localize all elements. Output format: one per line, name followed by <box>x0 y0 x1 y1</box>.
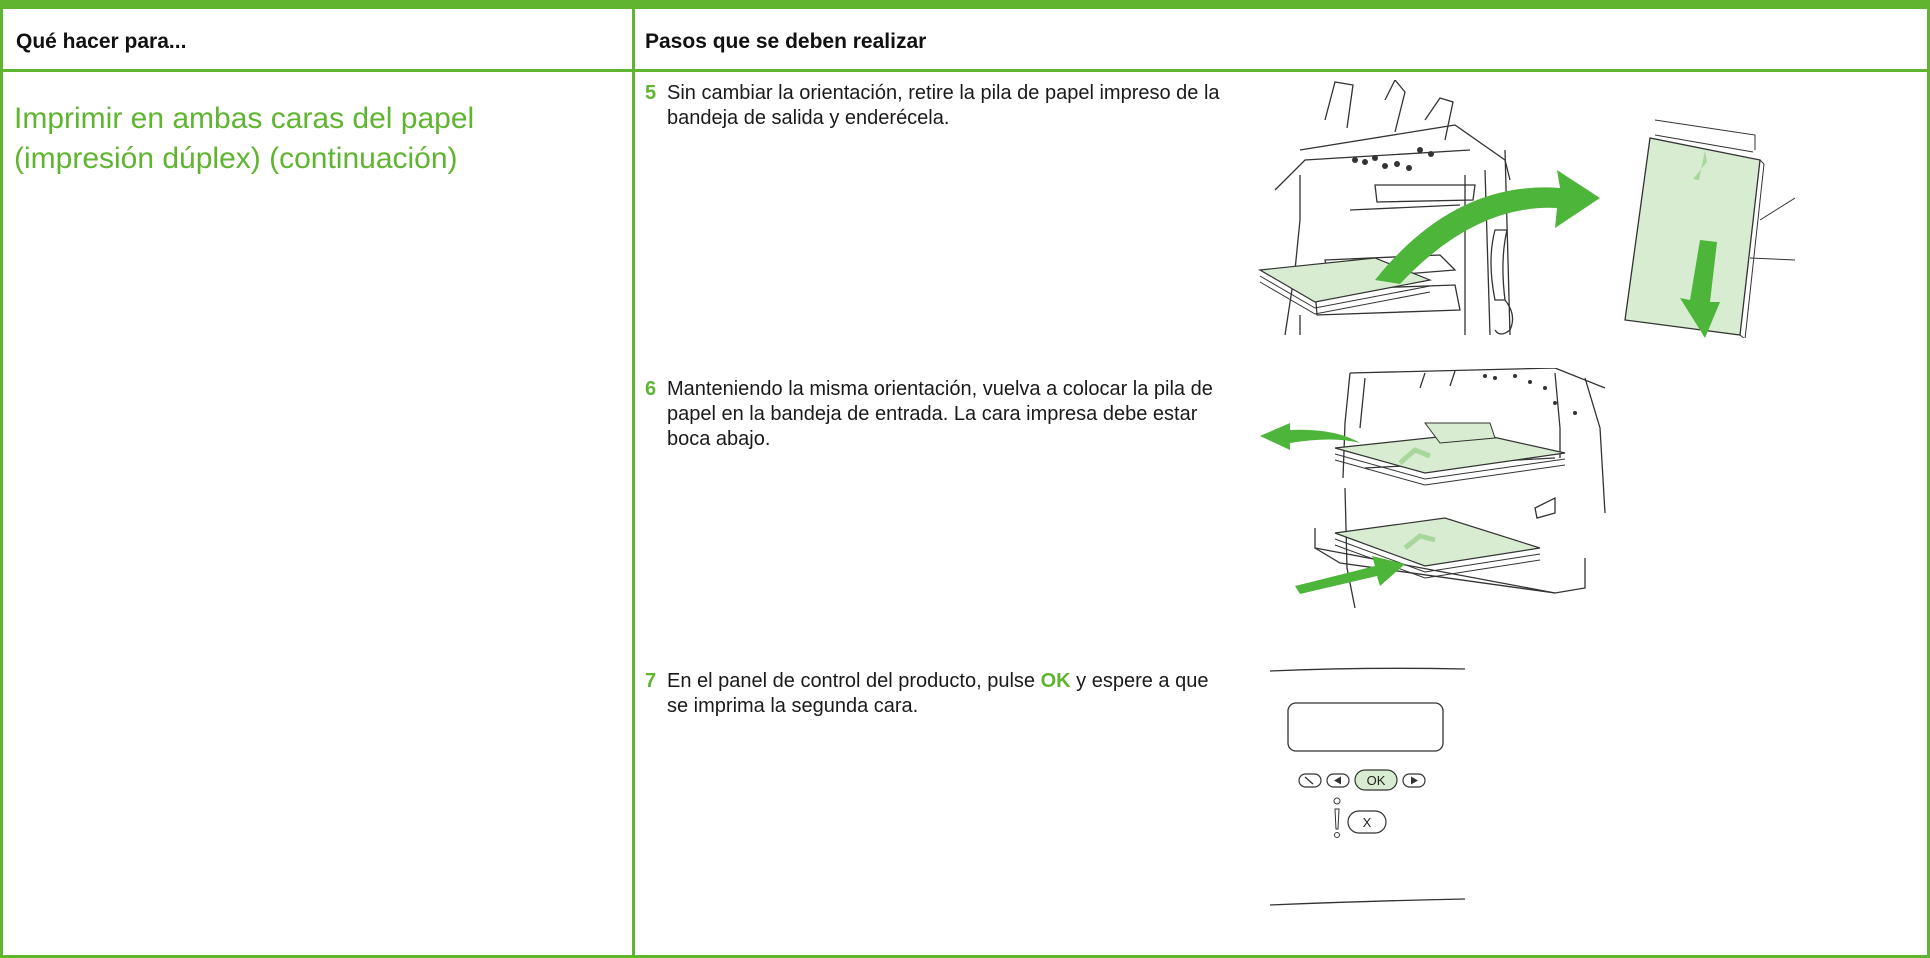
right-arrow-icon <box>1402 773 1426 788</box>
wrench-icon <box>1298 773 1322 788</box>
printer-output-illustration <box>1258 80 1795 338</box>
ok-button: OK <box>1354 769 1398 791</box>
arrow-icon <box>1260 423 1360 450</box>
output-paper-stack <box>1334 422 1566 486</box>
task-title: Imprimir en ambas caras del papel (impre… <box>14 102 475 175</box>
step-text: Manteniendo la misma orientación, vuelva… <box>667 378 1213 450</box>
step-5: 5 Sin cambiar la orientación, retire la … <box>645 81 1227 131</box>
cancel-button-label: X <box>1363 815 1372 830</box>
step-text-before: En el panel de control del producto, pul… <box>667 670 1041 692</box>
step-text: En el panel de control del producto, pul… <box>645 669 1227 719</box>
lcd-display <box>1287 702 1444 752</box>
left-arrow-icon <box>1326 773 1350 788</box>
step-number: 5 <box>645 82 657 104</box>
step-text: Sin cambiar la orientación, retire la pi… <box>667 82 1220 129</box>
printer-illustration <box>1314 368 1606 609</box>
step-6: 6 Manteniendo la misma orientación, vuel… <box>645 377 1227 452</box>
ok-button-label: OK <box>1367 773 1386 788</box>
arrow-icon <box>1375 170 1600 284</box>
paper-stack-illustration <box>1624 119 1795 338</box>
control-panel-illustration: OK X <box>1269 667 1466 906</box>
step-number: 6 <box>645 378 657 400</box>
cancel-icon: X <box>1347 810 1387 834</box>
step-number: 7 <box>645 670 657 692</box>
column-header-steps: Pasos que se deben realizar <box>645 30 927 53</box>
table-header-row: Qué hacer para... Pasos que se deben rea… <box>3 9 1927 72</box>
ok-key-label: OK <box>1040 670 1071 692</box>
arrow-icon <box>1295 556 1405 594</box>
step-7: 7 En el panel de control del producto, p… <box>645 669 1227 719</box>
input-tray-illustration <box>1260 368 1606 609</box>
step-text-after: y espere a que se imprima la segunda car… <box>667 670 1209 717</box>
input-paper-stack <box>1334 517 1541 579</box>
column-divider <box>632 9 635 955</box>
column-header-task: Qué hacer para... <box>16 30 187 53</box>
attention-icon <box>1333 797 1341 838</box>
